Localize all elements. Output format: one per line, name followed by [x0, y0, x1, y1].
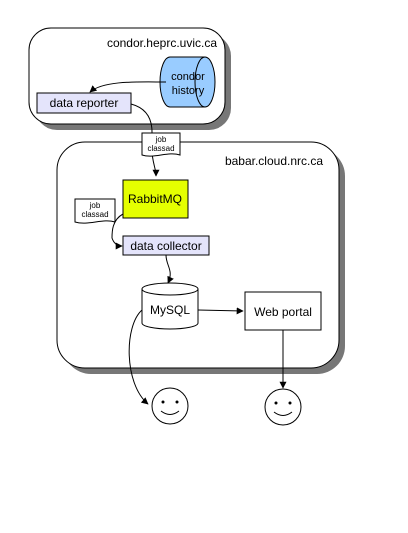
rabbitmq-box: RabbitMQ: [122, 179, 189, 219]
job-classad-top-label-2: classad: [147, 144, 174, 153]
babar-host-container: babar.cloud.nrc.ca: [56, 141, 345, 374]
data-reporter-label: data reporter: [50, 96, 119, 110]
data-reporter-box: data reporter: [36, 92, 132, 114]
job-classad-left-label-1: job: [89, 201, 101, 210]
rabbitmq-label: RabbitMQ: [128, 192, 182, 206]
data-collector-label: data collector: [130, 239, 201, 253]
babar-host-label: babar.cloud.nrc.ca: [225, 154, 323, 168]
condor-host-label: condor.heprc.uvic.ca: [107, 36, 217, 50]
job-classad-top-label-1: job: [155, 135, 167, 144]
condor-history-cylinder: condor history: [159, 56, 216, 108]
condor-history-label-2: history: [172, 85, 205, 97]
mysql-cylinder: MySQL: [141, 282, 199, 330]
condor-history-label-1: condor: [171, 71, 205, 83]
web-portal-label: Web portal: [254, 305, 312, 319]
arrow-collector-to-mysql: [165, 254, 174, 284]
user-smiley-icon-right: [264, 388, 302, 426]
job-classad-note-top: job classad: [141, 132, 181, 157]
mysql-label: MySQL: [150, 303, 190, 317]
job-classad-note-left: job classad: [74, 198, 116, 224]
web-portal-box: Web portal: [244, 291, 322, 331]
data-collector-box: data collector: [122, 235, 210, 256]
arrow-rabbitmq-to-collector: [111, 213, 124, 250]
arrow-mysql-to-user: [128, 309, 149, 405]
user-smiley-icon-left: [151, 387, 189, 425]
arrow-mysql-to-webportal: [197, 307, 244, 315]
job-classad-left-label-2: classad: [81, 210, 108, 219]
arrow-history-to-reporter: [89, 81, 167, 93]
